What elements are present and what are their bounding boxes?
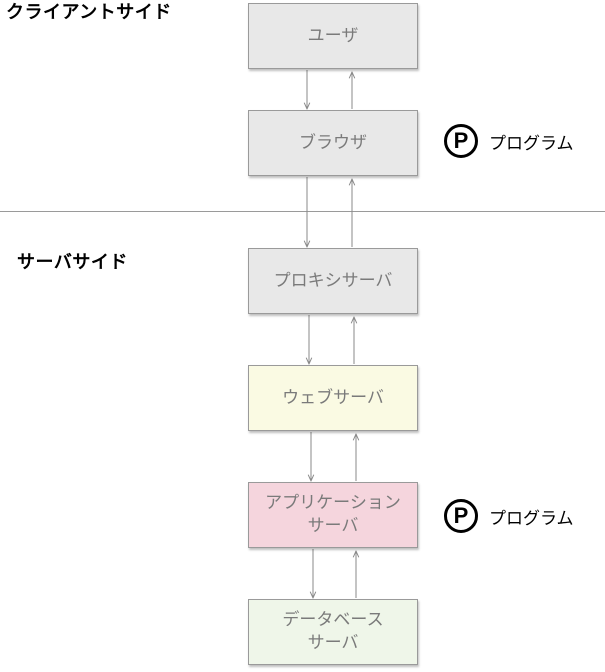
program-tag-application-server: P プログラム: [444, 499, 574, 533]
node-web-server-label: ウェブサーバ: [282, 387, 384, 408]
program-tag-browser: P プログラム: [444, 124, 574, 158]
program-label: プログラム: [489, 133, 574, 154]
node-database-server: データベース サーバ: [248, 599, 418, 665]
client-side-label: クライアントサイド: [6, 2, 172, 23]
program-p-icon: P: [444, 499, 478, 533]
node-browser: ブラウザ: [248, 110, 418, 176]
node-application-server-label: アプリケーション サーバ: [265, 493, 401, 536]
node-web-server: ウェブサーバ: [248, 365, 418, 431]
node-application-server: アプリケーション サーバ: [248, 482, 418, 548]
node-user: ユーザ: [248, 3, 418, 69]
program-p-icon: P: [444, 124, 478, 158]
node-proxy-server: プロキシサーバ: [248, 248, 418, 314]
node-browser-label: ブラウザ: [299, 132, 367, 153]
node-database-server-label: データベース サーバ: [282, 610, 384, 653]
server-side-label: サーバサイド: [17, 252, 128, 273]
client-server-divider: [0, 211, 605, 212]
node-user-label: ユーザ: [307, 25, 359, 46]
program-label: プログラム: [489, 508, 574, 529]
node-proxy-server-label: プロキシサーバ: [273, 270, 393, 291]
